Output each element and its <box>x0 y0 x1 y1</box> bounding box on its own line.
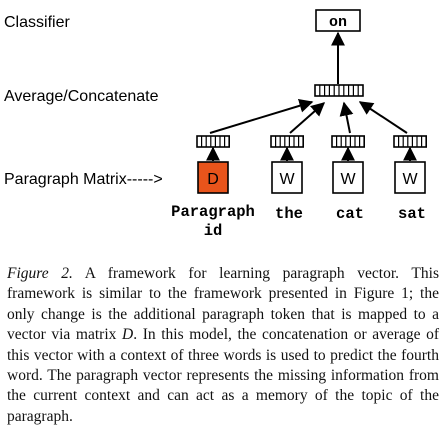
paragraph-token-label-line1: Paragraph <box>171 203 255 221</box>
context-word-sat: sat <box>398 205 426 223</box>
classifier-label: Classifier <box>4 14 70 31</box>
matrix-symbol: D <box>122 326 134 344</box>
arrow-cat-to-combined <box>339 101 354 134</box>
arrow-paragraph-to-combined <box>209 98 314 134</box>
word-vector-the <box>270 135 305 148</box>
word-matrix-letter: W <box>279 171 295 188</box>
output-word-box: on <box>315 9 361 32</box>
combined-vector <box>314 84 364 97</box>
average-concatenate-label: Average/Concatenate <box>4 88 159 105</box>
word-vector-cat <box>331 135 366 148</box>
word-matrix-box-the: W <box>271 161 303 194</box>
paragraph-matrix-letter: D <box>207 171 219 188</box>
word-matrix-letter: W <box>402 171 418 188</box>
caption-text-1: A framework for learning paragraph vecto… <box>7 265 439 344</box>
paragraph-matrix-label: Paragraph Matrix-----> <box>4 171 163 188</box>
word-matrix-letter: W <box>340 171 356 188</box>
output-word: on <box>329 14 347 31</box>
context-word-the: the <box>275 205 303 223</box>
context-word-cat: cat <box>336 205 364 223</box>
figure-number: Figure 2. <box>7 265 73 282</box>
arrow-sat-to-combined <box>358 101 408 134</box>
arrow-the-to-combined <box>289 102 326 134</box>
paragraph-token-label-line2: id <box>204 222 223 240</box>
paragraph-vector-diagram: Classifier Average/Concatenate Paragraph… <box>4 9 428 240</box>
caption-text-2: . In this model, the concatenation or av… <box>7 326 439 425</box>
word-matrix-box-sat: W <box>394 161 426 194</box>
figure-caption: Figure 2. A framework for learning parag… <box>7 264 439 427</box>
paragraph-vector <box>196 135 231 148</box>
word-vector-sat <box>393 135 428 148</box>
paragraph-matrix-box: D <box>197 161 229 194</box>
word-matrix-box-cat: W <box>332 161 364 194</box>
